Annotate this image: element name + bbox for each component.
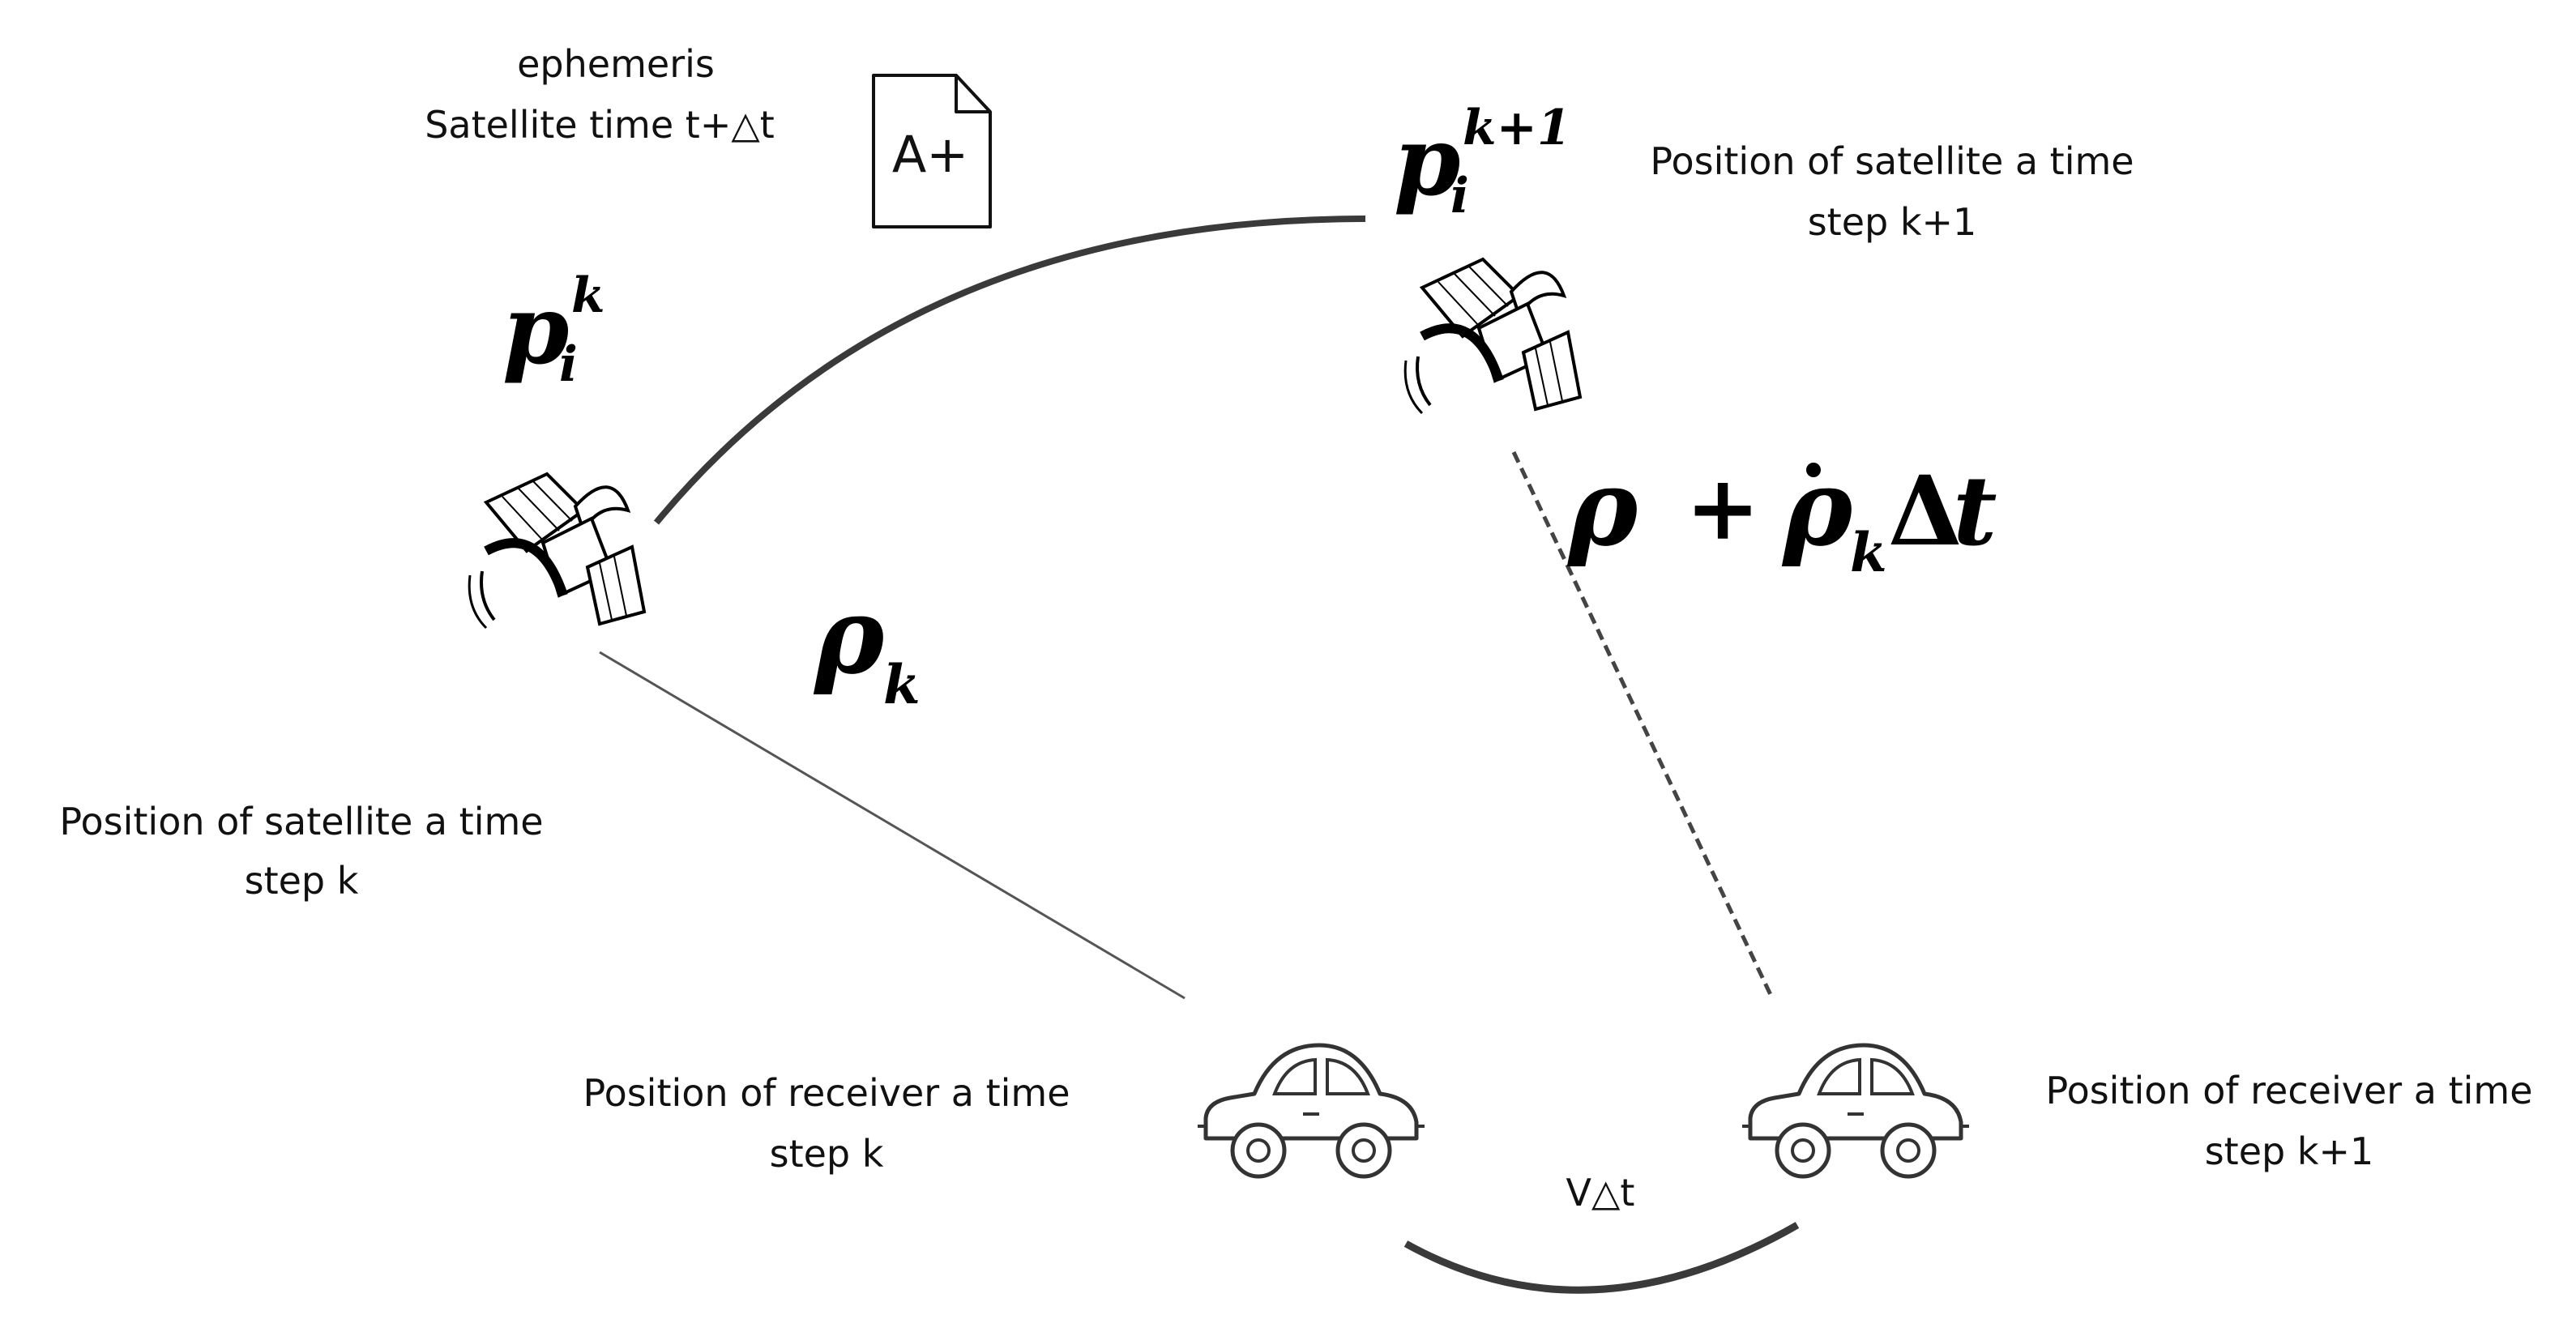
range-symbol-k: ρ k <box>813 574 921 716</box>
car-icon <box>1198 1045 1425 1176</box>
position-symbol-k1: p i k+1 <box>1394 100 1571 224</box>
range-line-k <box>599 651 1185 1000</box>
satellite-orbit-arc <box>653 216 1366 525</box>
position-symbol-k: p i k <box>502 267 605 393</box>
document-icon: A+ <box>872 74 992 228</box>
satellite-icon <box>1405 259 1580 413</box>
sat-position-k1-line2: step k+1 <box>1808 200 1977 244</box>
svg-text:i: i <box>559 336 578 393</box>
recv-position-k1-line2: step k+1 <box>2205 1129 2374 1173</box>
svg-text:p: p <box>1394 105 1461 217</box>
rho-dot <box>1806 463 1821 477</box>
svg-text:k: k <box>883 653 921 716</box>
recv-position-k-line2: step k <box>770 1132 884 1176</box>
document-icon-text: A+ <box>892 125 968 184</box>
svg-text:k: k <box>571 267 605 324</box>
sat-position-k1-line1: Position of satellite a time <box>1650 139 2134 183</box>
svg-text:k: k <box>1850 521 1887 584</box>
receiver-motion-arc <box>1403 1222 1800 1294</box>
recv-position-k-line1: Position of receiver a time <box>583 1071 1070 1115</box>
svg-text:ρ: ρ <box>1566 446 1638 570</box>
car-icon <box>1742 1045 1969 1176</box>
sat-position-k-line2: step k <box>245 859 359 903</box>
svg-text:k+1: k+1 <box>1463 100 1571 156</box>
svg-text:Δ: Δ <box>1888 455 1963 567</box>
svg-text:t: t <box>1953 455 1997 567</box>
velocity-dt-label: V△t <box>1566 1171 1635 1215</box>
svg-text:p: p <box>502 273 570 386</box>
ephemeris-label: ephemeris <box>517 42 715 86</box>
svg-text:+: + <box>1685 455 1760 560</box>
range-line-k1 <box>1511 450 1775 1000</box>
recv-position-k1-line1: Position of receiver a time <box>2045 1069 2532 1112</box>
range-symbol-k1: ρ + ρ k Δ t <box>1566 446 1997 584</box>
svg-text:i: i <box>1450 168 1469 224</box>
satellite-icon <box>469 474 644 628</box>
sat-position-k-line1: Position of satellite a time <box>59 800 543 843</box>
svg-text:ρ: ρ <box>813 574 885 698</box>
satellite-time-label: Satellite time t+△t <box>425 103 775 147</box>
